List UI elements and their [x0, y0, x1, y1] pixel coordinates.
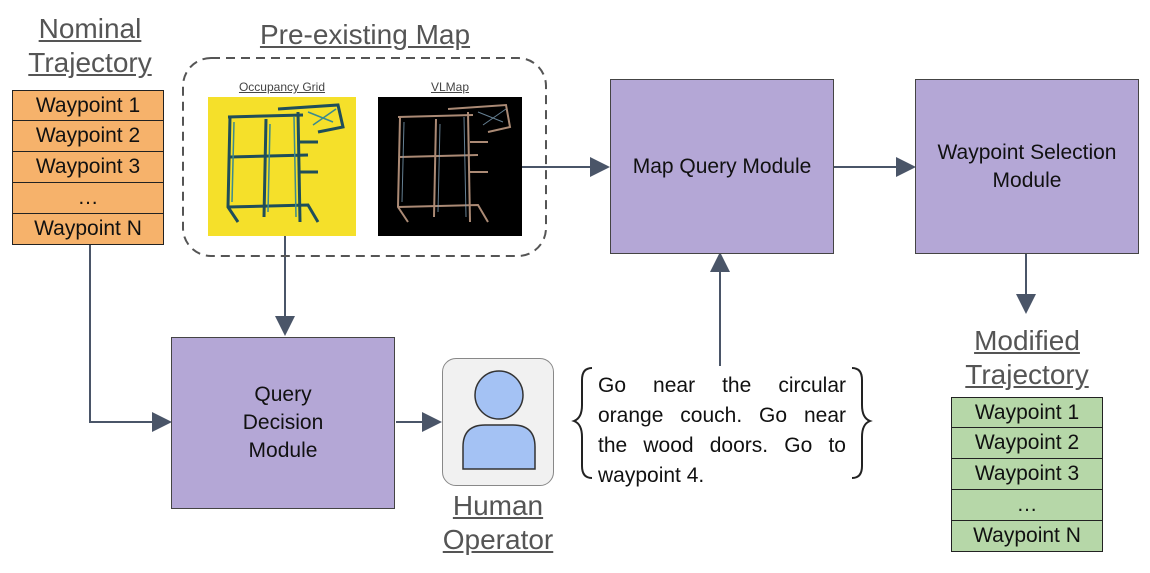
list-item: Waypoint 1	[12, 90, 164, 121]
right-brace-icon	[851, 367, 873, 479]
modified-waypoint-list: Waypoint 1 Waypoint 2 Waypoint 3 … Waypo…	[951, 397, 1103, 552]
occupancy-grid-label: Occupancy Grid	[238, 80, 326, 94]
person-icon	[462, 370, 536, 470]
nominal-waypoint-list: Waypoint 1 Waypoint 2 Waypoint 3 … Waypo…	[12, 90, 164, 245]
arrow-nominal-to-query-decision	[89, 245, 172, 432]
nominal-title: Nominal Trajectory	[28, 13, 152, 78]
list-item: Waypoint 3	[951, 459, 1103, 490]
list-item: Waypoint 1	[951, 397, 1103, 428]
waypoint-selection-module: Waypoint Selection Module	[915, 79, 1139, 254]
map-title: Pre-existing Map	[259, 19, 471, 50]
list-item: Waypoint 3	[12, 152, 164, 183]
list-item: Waypoint N	[951, 521, 1103, 552]
list-item: Waypoint 2	[12, 121, 164, 152]
human-operator-label: Human Operator	[442, 490, 554, 555]
query-decision-module: Query Decision Module	[171, 337, 395, 509]
occupancy-grid-image	[208, 97, 356, 236]
human-operator-card	[442, 358, 554, 486]
list-item: Waypoint 2	[951, 428, 1103, 459]
list-item: …	[951, 490, 1103, 521]
left-brace-icon	[571, 367, 593, 479]
operator-command-text: Go near the circular orange couch. Go ne…	[598, 374, 846, 487]
vlmap-label: VLMap	[430, 80, 470, 94]
vlmap-image	[378, 97, 522, 236]
map-container	[182, 57, 547, 257]
list-item: …	[12, 183, 164, 214]
map-query-module: Map Query Module	[610, 79, 834, 254]
list-item: Waypoint N	[12, 214, 164, 245]
modified-title: Modified Trajectory	[965, 325, 1089, 390]
